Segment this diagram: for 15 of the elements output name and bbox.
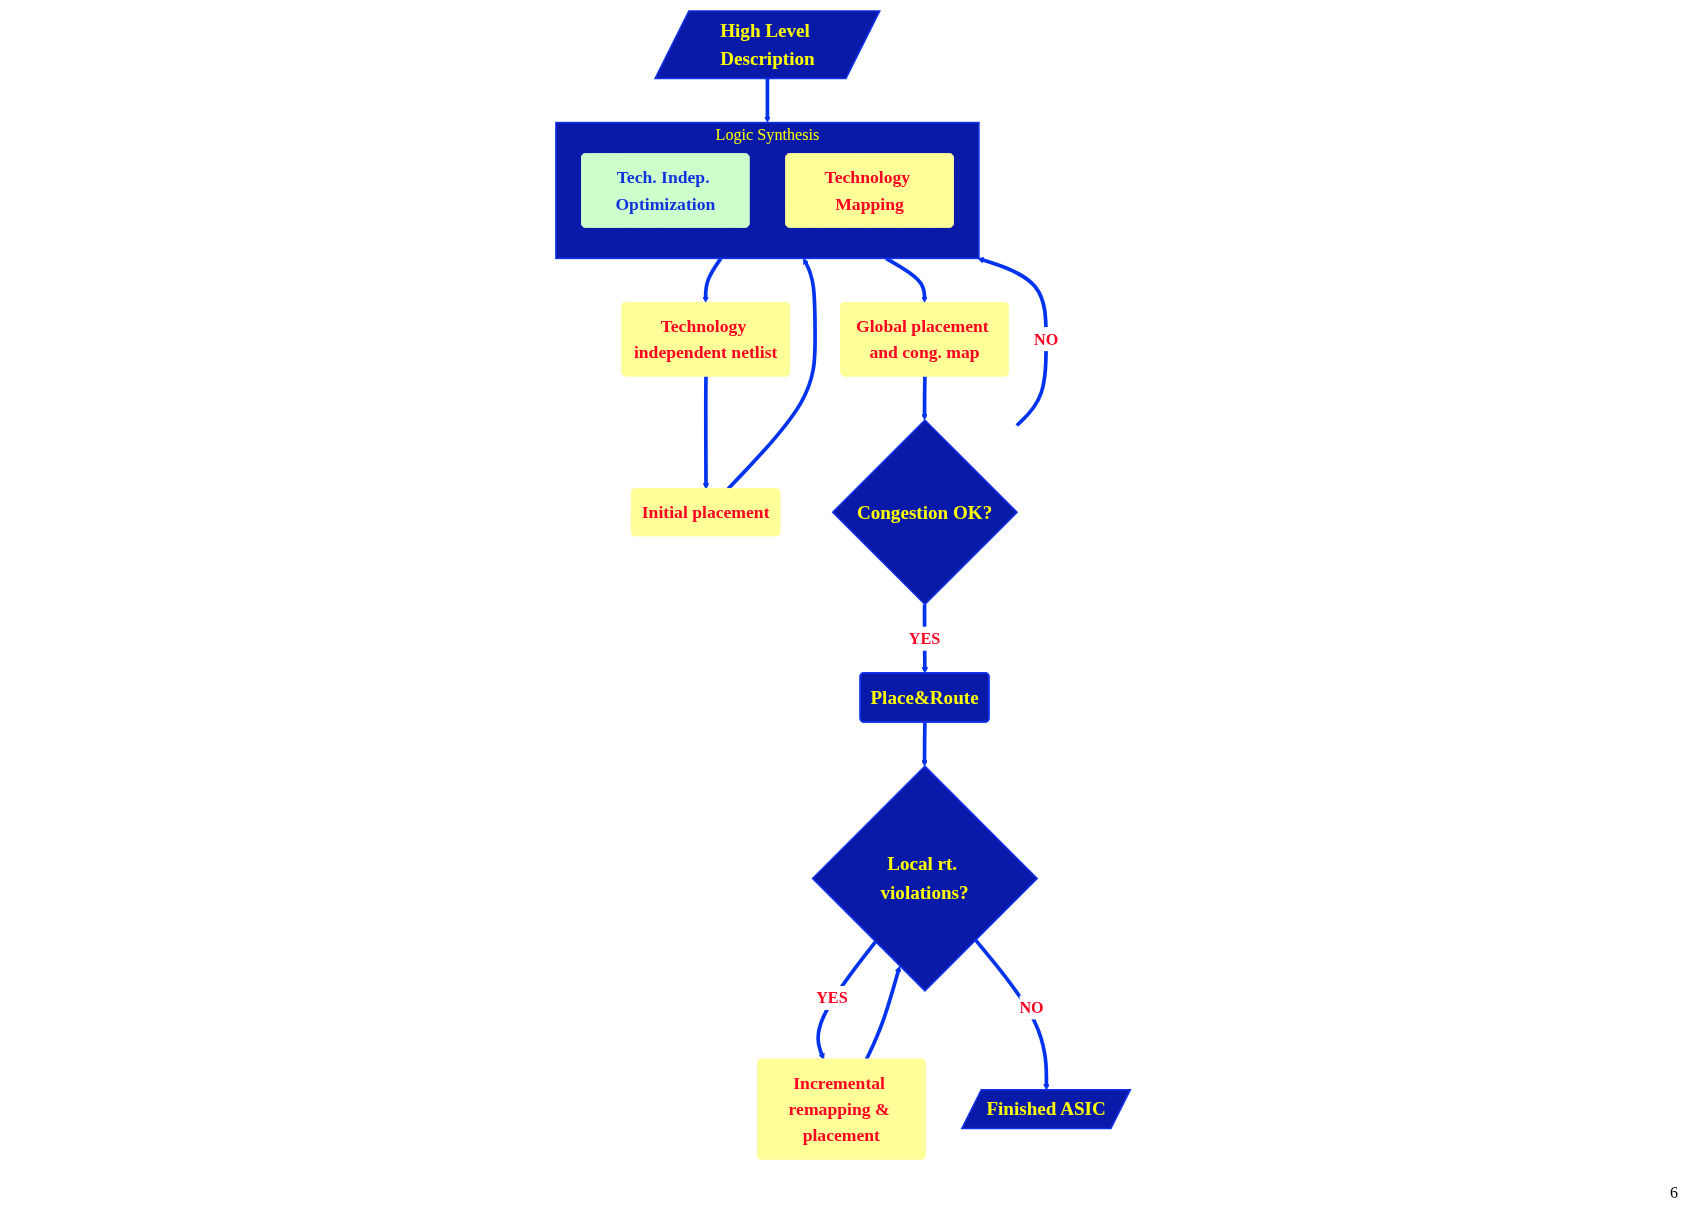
arrow xyxy=(921,722,928,767)
edge-label: YES xyxy=(908,629,941,648)
arrow xyxy=(816,940,877,1060)
arrow xyxy=(864,965,902,1061)
edge-label: YES xyxy=(816,988,848,1008)
arrow xyxy=(764,78,771,123)
arrow xyxy=(702,257,723,303)
page-number: 6 xyxy=(1670,1184,1678,1201)
edge-label: NO xyxy=(1019,998,1044,1017)
node-diamond: Local rt. violations? xyxy=(811,765,1039,992)
arrow xyxy=(921,376,928,421)
arrow xyxy=(702,376,710,490)
edge-label: NO xyxy=(1033,330,1059,349)
arrow xyxy=(977,257,1048,427)
node-diamond: Congestion OK? xyxy=(831,419,1019,606)
